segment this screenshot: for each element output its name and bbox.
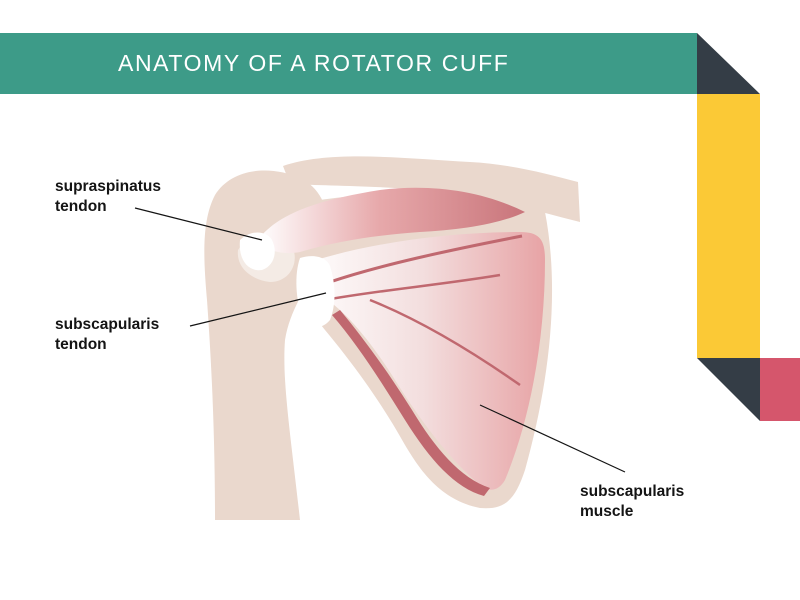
ribbon-yellow-band: [697, 94, 760, 358]
muscle-fiber-line: [369, 298, 521, 387]
supraspinatus-leader-line: [134, 207, 263, 241]
subscapularis-edge: [332, 310, 490, 496]
label-subscapularis-tendon: subscapularis tendon: [55, 315, 159, 355]
label-supraspinatus-tendon: supraspinatus tendon: [55, 177, 161, 217]
rotator-cuff-muscles: [239, 187, 545, 496]
label-line: subscapularis: [580, 483, 685, 500]
muscle-fiber-line: [329, 234, 523, 284]
humerus-bone: [204, 170, 329, 520]
page-title: ANATOMY OF A ROTATOR CUFF: [118, 50, 510, 76]
label-line: subscapularis: [55, 316, 160, 333]
supraspinatus-muscle: [258, 187, 525, 254]
label-line: supraspinatus: [55, 178, 161, 195]
ribbon-fold-bottom: [697, 358, 760, 421]
label-line: muscle: [580, 503, 634, 520]
muscle-fiber-line: [324, 273, 501, 302]
ribbon-fold-top: [697, 33, 760, 94]
label-subscapularis-muscle: subscapularis muscle: [580, 482, 684, 522]
subscapularis-muscle-leader-line: [479, 404, 626, 473]
title-banner: [0, 33, 697, 94]
supraspinatus-tendon-insertion: [239, 232, 275, 271]
subscapularis-muscle: [299, 232, 545, 490]
ribbon-pink-tail: [760, 358, 800, 421]
label-line: tendon: [55, 336, 107, 353]
subscapularis-tendon-leader-line: [189, 292, 327, 327]
label-line: tendon: [55, 198, 107, 215]
leader-lines: [134, 207, 626, 473]
subscapularis-tendon-insertion: [296, 256, 335, 328]
decorative-ribbon: [697, 33, 800, 421]
